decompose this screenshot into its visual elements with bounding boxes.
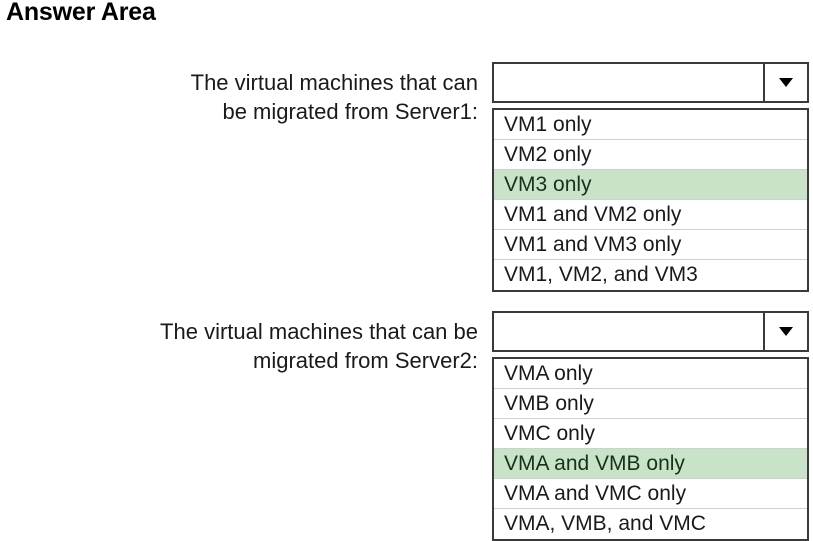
chevron-down-glyph — [779, 327, 793, 336]
list-item[interactable]: VM2 only — [494, 140, 807, 170]
chevron-down-icon[interactable] — [763, 64, 807, 101]
list-item[interactable]: VMA only — [494, 359, 807, 389]
list-item[interactable]: VM1 and VM3 only — [494, 230, 807, 260]
prompt-label-server2-line2: migrated from Server2: — [253, 348, 478, 373]
list-item[interactable]: VM3 only — [494, 170, 807, 200]
list-item[interactable]: VMA, VMB, and VMC — [494, 509, 807, 539]
chevron-down-icon[interactable] — [763, 313, 807, 350]
list-item[interactable]: VMC only — [494, 419, 807, 449]
prompt-label-server1: The virtual machines that can be migrate… — [58, 68, 478, 126]
list-item[interactable]: VMA and VMC only — [494, 479, 807, 509]
prompt-label-server1-line2: be migrated from Server1: — [222, 99, 478, 124]
prompt-label-server2-line1: The virtual machines that can be — [160, 319, 478, 344]
prompt-label-server1-line1: The virtual machines that can — [190, 70, 478, 95]
list-item[interactable]: VM1 only — [494, 110, 807, 140]
list-item[interactable]: VMA and VMB only — [494, 449, 807, 479]
page-title: Answer Area — [6, 0, 156, 26]
prompt-label-server2: The virtual machines that can be migrate… — [58, 317, 478, 375]
dropdown-server1-option-list[interactable]: VM1 only VM2 only VM3 only VM1 and VM2 o… — [492, 108, 809, 292]
list-item[interactable]: VMB only — [494, 389, 807, 419]
dropdown-server2[interactable] — [492, 311, 809, 352]
list-item[interactable]: VM1 and VM2 only — [494, 200, 807, 230]
dropdown-server1-value[interactable] — [494, 64, 763, 101]
dropdown-server1[interactable] — [492, 62, 809, 103]
dropdown-server2-value[interactable] — [494, 313, 763, 350]
list-item[interactable]: VM1, VM2, and VM3 — [494, 260, 807, 290]
chevron-down-glyph — [779, 78, 793, 87]
dropdown-server2-option-list[interactable]: VMA only VMB only VMC only VMA and VMB o… — [492, 357, 809, 541]
